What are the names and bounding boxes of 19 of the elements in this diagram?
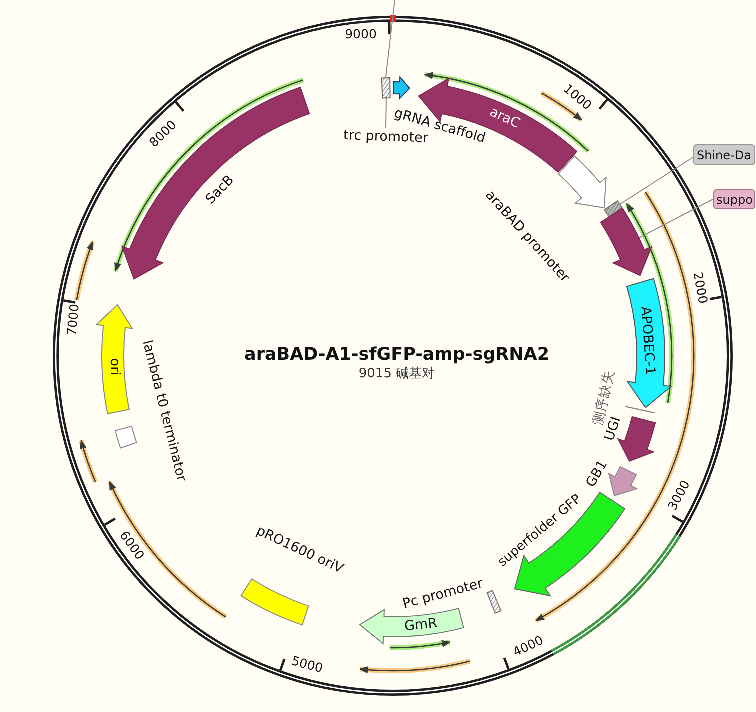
feature-label: GmR: [404, 615, 438, 635]
position-label: 7000: [64, 303, 82, 337]
callout-label: suppo: [714, 190, 756, 210]
position-label: 9000: [345, 26, 377, 42]
leader-line: [386, 98, 387, 129]
length-label: 9015 碱基对: [358, 366, 436, 382]
feature-label: trc promoter: [343, 128, 429, 146]
leader-line: [620, 156, 694, 205]
feature-label: ori: [107, 358, 123, 376]
position-label: 5000: [290, 653, 325, 676]
feature-label: araC: [487, 104, 523, 132]
callout-label: Shine-Da: [694, 144, 756, 166]
leader-line: [639, 198, 714, 238]
feature-label: APOBEC-1: [638, 306, 658, 376]
plasmid-title: araBAD-A1-sfGFP-amp-sgRNA2: [244, 345, 550, 365]
position-label: 3000: [664, 478, 693, 513]
position-label: 2000: [690, 271, 712, 305]
leader-line: [385, 0, 396, 78]
position-label: 4000: [510, 632, 546, 660]
